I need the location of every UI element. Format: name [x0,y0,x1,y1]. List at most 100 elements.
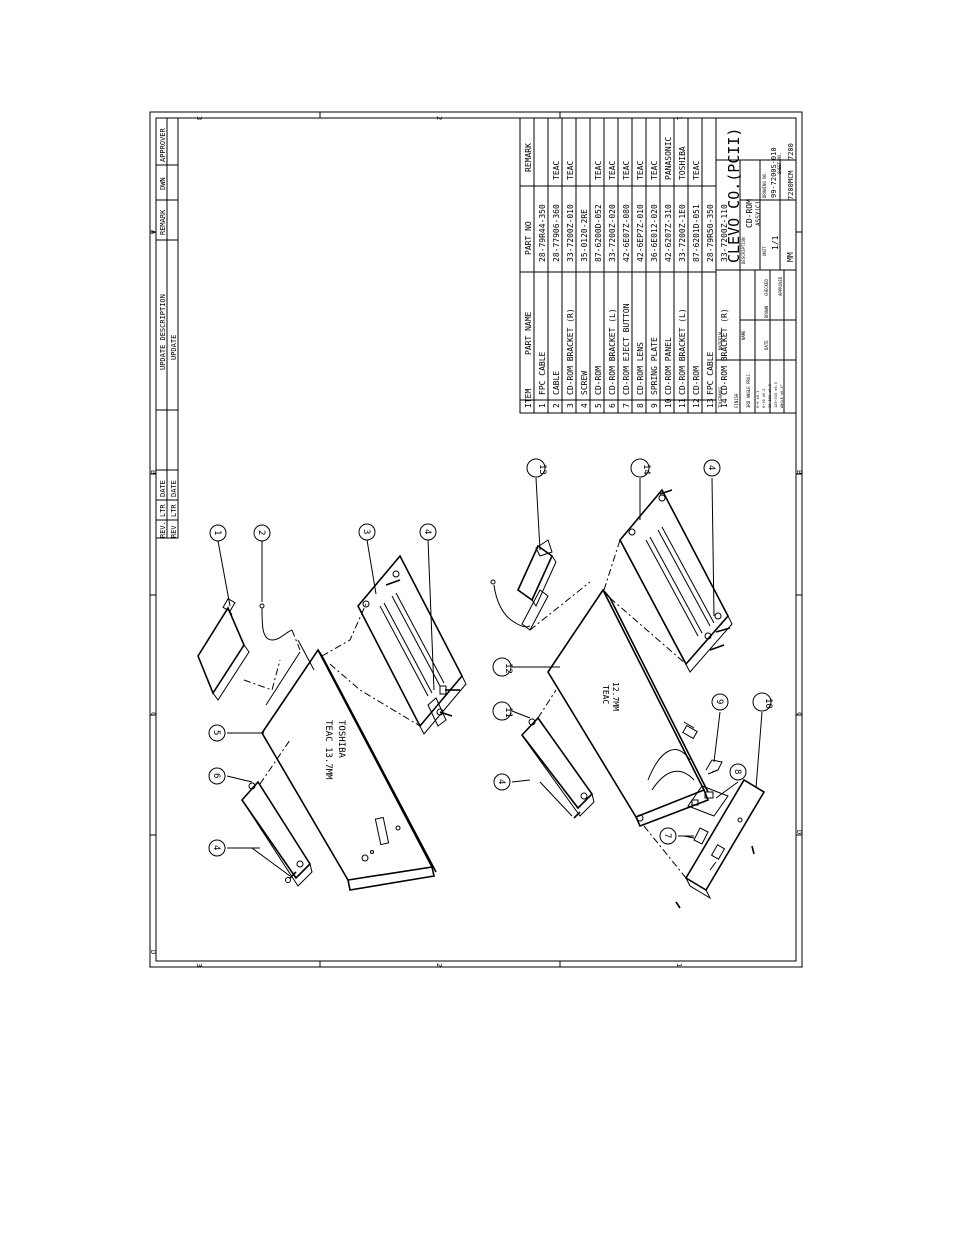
balloon-6: 6 [208,767,226,785]
parts-row-remark: TOSHIBA [678,146,687,180]
parts-row-item: 5 [594,403,603,408]
parts-row-part-no: 33-7200Z-1E0 [678,204,687,262]
company-name: CLEVO CO.(PCII) [725,128,743,263]
fpc-cable-lower [490,539,591,631]
parts-row-item: 10 [664,398,673,408]
parts-row-part-no: 42-6E07Z-080 [622,204,631,262]
rev-header-rev: REV. [159,521,167,538]
parts-row-part-no: 36-6E012-020 [650,204,659,262]
parts-row-part-no: 33-7200Z-010 [566,204,575,262]
bracket-left-upper [240,739,313,887]
rev-row-date: DATE [170,480,178,497]
balloon-1: 1 [209,524,227,542]
material-label: MATERIAL [718,330,723,350]
drawing-number-label: DRAWING NO. [762,172,767,199]
svg-text:2: 2 [256,530,266,535]
zone-letter-left-d: D [149,950,157,954]
cdrom-drive-teac-12-7mm: TEAC 12.7MM [547,588,710,828]
svg-text:11: 11 [503,707,513,718]
svg-text:3: 3 [361,529,371,534]
svg-text:14: 14 [641,464,651,475]
date-label: DATE [764,340,769,350]
parts-row-name: CD-ROM BRACKET (L) [608,308,617,395]
drive-b-label-line2: 12.7MM [611,682,620,711]
balloon-9: 9 [711,693,729,711]
parts-row-item: 14 [720,398,729,408]
balloon-7: 7 [659,827,677,845]
bracket-right-upper [321,554,467,735]
revision-block: REV. LTR DATE UPDATE DESCRIPTION REMARK … [155,117,179,539]
zone-letter-right-c: C [795,712,803,716]
parts-row-item: 9 [650,403,659,408]
svg-text:10: 10 [763,698,773,709]
rev-header-remark: REMARK [159,209,167,235]
balloon-3: 3 [358,523,376,541]
rev-row-ltr: LTR [170,504,178,517]
parts-row-part-no: 33-7200Z-110 [720,204,729,262]
parts-row-part-no: 35-0120-2RE [580,209,589,262]
parts-row-remark: TEAC [692,161,701,180]
tolerance-value-5: ANGLE ±0.5° [780,384,784,408]
balloon-12: 12 [492,657,513,677]
zone-number-bottom-1: 1 [675,963,683,967]
name-label: NAME [741,330,746,340]
parts-row-item: 13 [706,398,715,408]
sheet-number-label: SHEET NO. [777,152,782,174]
parts-row-item: 8 [636,403,645,408]
parts-row-item: 11 [678,398,687,408]
svg-text:9: 9 [714,699,724,704]
parts-row-remark: TEAC [566,161,575,180]
balloon-13: 13 [526,458,547,478]
unit-value: MM [786,252,795,262]
svg-text:13: 13 [537,464,547,475]
scale-value: 1/1 [771,235,780,250]
parts-row-part-no: 42-6207Z-310 [664,204,673,262]
title-block: CLEVO CO.(PCII) CD-ROM ASSY(C) DRAWING N… [715,117,797,414]
balloon-2: 2 [253,524,271,542]
zone-letter-right-d: D [795,830,803,834]
cable-upper [259,603,301,651]
rev-header-dwn: DWN [159,177,167,190]
project-number: 7200 [787,143,795,160]
screws-upper-right [385,579,460,717]
svg-text:7: 7 [662,833,672,838]
parts-header-item: ITEM [524,389,533,408]
sheet-border [149,111,803,968]
svg-text:12: 12 [503,663,513,674]
parts-row-remark: TEAC [622,161,631,180]
parts-row-part-no: 87-6201D-051 [692,204,701,262]
parts-header-part-no: PART NO [524,221,533,255]
tolerance-value-2: 6~30 ±0.2 [762,389,766,408]
drawing-title: CD-ROM [745,199,754,228]
parts-row-name: CD-ROM EJECT BUTTON [622,303,631,395]
balloon-8: 8 [729,763,747,781]
assembly-upper: TEAC 13.7MM TOSHIBA [197,554,467,891]
balloon-4-upper-left: 4 [208,839,226,857]
drawing-number: 99-7200S-010 [770,147,778,198]
parts-row-remark: TEAC [594,161,603,180]
zone-letter-left-b: B [149,470,157,474]
description-label: DESCRIPTION [741,237,746,264]
drawing-subtitle: ASSY(C) [755,201,762,226]
tolerance-value-3: 30~120 ±0.3 [768,384,772,408]
parts-row-part-no: 28-79R50-350 [706,204,715,262]
leader-lines [217,477,763,849]
parts-row-part-no: 87-6200D-052 [594,204,603,262]
svg-text:4: 4 [211,845,221,850]
balloon-4-lower-right: 4 [703,459,721,477]
svg-text:4: 4 [422,529,432,534]
cdrom-panel [643,778,766,909]
drive-a-label-line2: TOSHIBA [336,720,346,759]
rev-header-description: UPDATE DESCRIPTION [159,294,167,370]
assembly-lower: TEAC 12.7MM [490,488,766,909]
approved-label: APPROVED [778,276,783,296]
parts-row-item: 1 [538,403,547,408]
balloon-14: 14 [630,458,651,478]
parts-row-remark: TEAC [552,161,561,180]
parts-row-name: CD-ROM LENS [636,342,645,395]
parts-row-remark: TEAC [608,161,617,180]
parts-row-item: 6 [608,403,617,408]
svg-text:6: 6 [211,773,221,778]
parts-row-name: FPC CABLE [538,351,547,395]
zone-number-bottom-3: 3 [195,963,203,967]
